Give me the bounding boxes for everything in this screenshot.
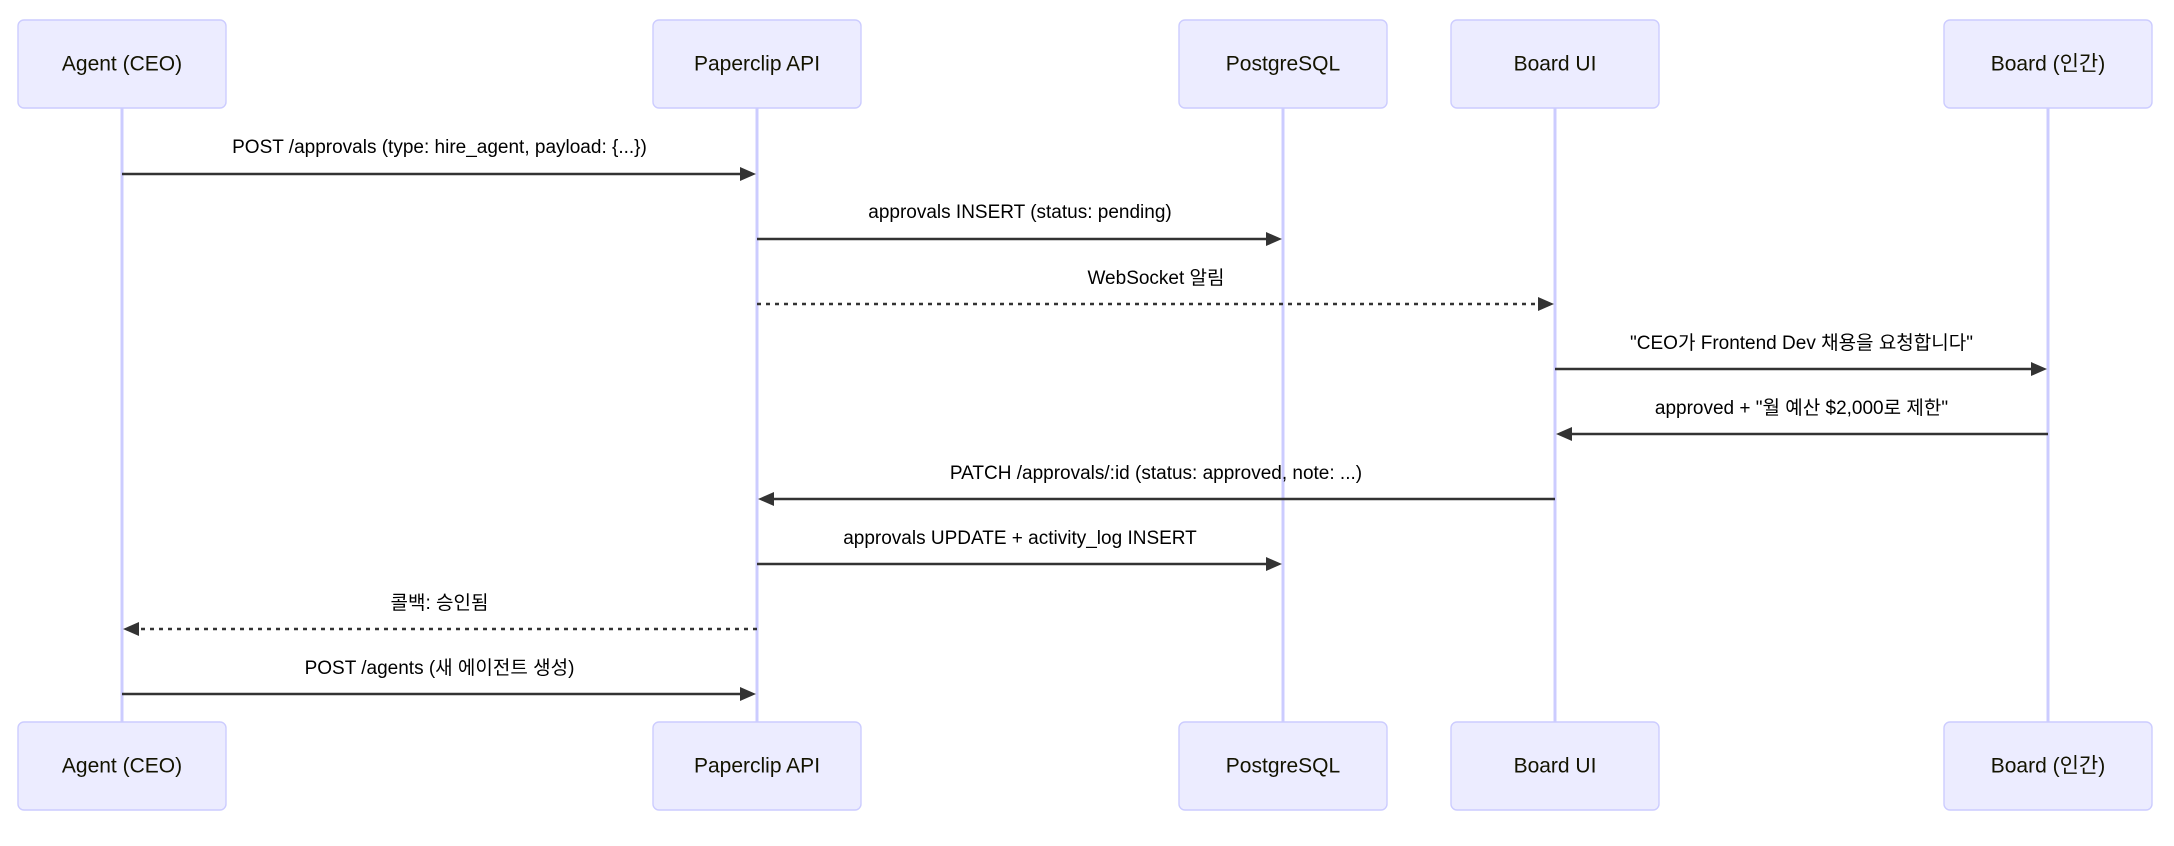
actor-label-agent-bottom: Agent (CEO) [62,755,182,778]
message-arrowhead-1 [740,167,756,181]
actor-boardui-top[interactable]: Board UI [1450,19,1660,109]
actor-box-rect-boardui-bottom [1450,721,1660,811]
actor-box-rect-api-bottom [652,721,862,811]
message-label-8: 콜백: 승인됨 [391,592,489,614]
actor-postgres-top[interactable]: PostgreSQL [1178,19,1388,109]
message-8: 콜백: 승인됨 [123,592,757,636]
actor-label-boardui-bottom: Board UI [1514,755,1597,778]
message-label-6: PATCH /approvals/:id (status: approved, … [950,463,1362,484]
message-label-9: POST /agents (새 에이전트 생성) [305,657,575,679]
lifelines-layer [120,108,2050,722]
message-5: approved + "월 예산 $2,000로 제한" [1556,397,2048,441]
message-arrowhead-9 [740,687,756,701]
actor-box-rect-api-top [652,19,862,109]
message-label-1: POST /approvals (type: hire_agent, paylo… [232,137,647,158]
messages-layer: POST /approvals (type: hire_agent, paylo… [122,137,2048,701]
actor-board-bottom[interactable]: Board (인간) [1943,721,2153,811]
actor-label-postgres-top: PostgreSQL [1226,53,1340,76]
actor-box-rect-postgres-top [1178,19,1388,109]
message-label-2: approvals INSERT (status: pending) [868,202,1171,223]
actor-box-rect-agent-bottom [17,721,227,811]
actor-box-rect-board-bottom [1943,721,2153,811]
actor-label-boardui-top: Board UI [1514,53,1597,76]
actor-agent-bottom[interactable]: Agent (CEO) [17,721,227,811]
actor-boxes-bottom: Agent (CEO) Paperclip API PostgreSQL Board … [17,721,2153,811]
message-7: approvals UPDATE + activity_log INSERT [757,528,1282,571]
message-label-4: "CEO가 Frontend Dev 채용을 요청합니다" [1630,332,1973,354]
actor-box-rect-postgres-bottom [1178,721,1388,811]
actor-agent-top[interactable]: Agent (CEO) [17,19,227,109]
message-2: approvals INSERT (status: pending) [757,202,1282,246]
actor-box-rect-board-top [1943,19,2153,109]
actor-label-api-top: Paperclip API [694,53,820,76]
actor-label-postgres-bottom: PostgreSQL [1226,755,1340,778]
message-label-5: approved + "월 예산 $2,000로 제한" [1655,397,1948,419]
message-arrowhead-5 [1556,427,1572,441]
actor-board-top[interactable]: Board (인간) [1943,19,2153,109]
message-arrowhead-2 [1266,232,1282,246]
message-arrowhead-6 [758,492,774,506]
message-arrowhead-3 [1538,297,1554,311]
actor-label-api-bottom: Paperclip API [694,755,820,778]
actor-api-bottom[interactable]: Paperclip API [652,721,862,811]
message-3: WebSocket 알림 [757,267,1554,311]
actor-box-rect-boardui-top [1450,19,1660,109]
message-label-3: WebSocket 알림 [1087,267,1224,289]
message-9: POST /agents (새 에이전트 생성) [122,657,756,701]
actor-box-rect-agent-top [17,19,227,109]
actor-label-agent-top: Agent (CEO) [62,53,182,76]
actor-boxes-top: Agent (CEO) Paperclip API PostgreSQL Board … [17,19,2153,109]
actor-label-board-bottom: Board (인간) [1991,755,2106,778]
message-4: "CEO가 Frontend Dev 채용을 요청합니다" [1555,332,2047,376]
message-1: POST /approvals (type: hire_agent, paylo… [122,137,756,181]
message-6: PATCH /approvals/:id (status: approved, … [758,463,1555,506]
actor-api-top[interactable]: Paperclip API [652,19,862,109]
message-arrowhead-8 [123,622,139,636]
actor-postgres-bottom[interactable]: PostgreSQL [1178,721,1388,811]
message-arrowhead-4 [2031,362,2047,376]
actor-boardui-bottom[interactable]: Board UI [1450,721,1660,811]
message-arrowhead-7 [1266,557,1282,571]
message-label-7: approvals UPDATE + activity_log INSERT [843,528,1197,549]
actor-label-board-top: Board (인간) [1991,53,2106,76]
